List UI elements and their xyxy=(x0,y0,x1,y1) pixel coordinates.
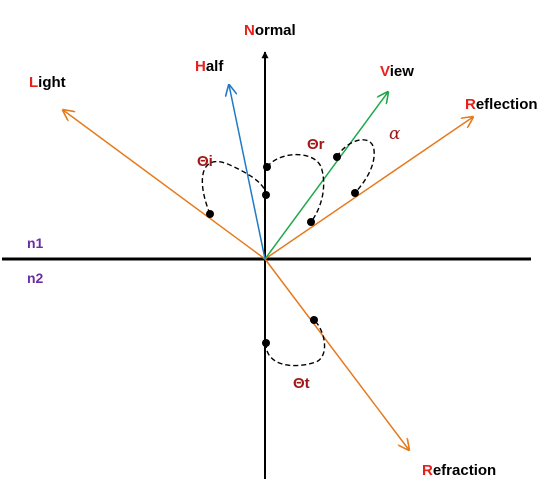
theta-r-dot-reflection xyxy=(307,218,315,226)
refraction-ray xyxy=(264,258,409,450)
refraction-label-initial: R xyxy=(422,462,433,479)
half-ray xyxy=(229,85,266,260)
light-label: Light xyxy=(29,74,66,92)
alpha-label: α xyxy=(389,124,401,144)
reflection-label: Reflection xyxy=(465,96,538,114)
view-label: View xyxy=(380,63,414,81)
half-label-initial: H xyxy=(195,58,206,75)
theta-i-arc xyxy=(201,160,267,215)
view-label-initial: V xyxy=(380,63,390,80)
medium-n1-label: n1 xyxy=(27,235,44,251)
half-label: Half xyxy=(195,58,223,76)
view-ray xyxy=(264,92,388,260)
normal-label-rest: ormal xyxy=(254,22,296,39)
alpha-arc xyxy=(336,139,375,194)
light-label-initial: L xyxy=(29,74,39,91)
normal-label: Normal xyxy=(244,22,296,40)
alpha-dot-reflection xyxy=(351,189,359,197)
medium-n2-label: n2 xyxy=(27,270,44,286)
theta-t-dot-normal xyxy=(262,339,270,347)
theta-r-dot-normal xyxy=(263,163,271,171)
theta-t-label: Θt xyxy=(293,375,310,392)
reflection-label-initial: R xyxy=(465,96,476,113)
theta-i-dot-normal xyxy=(262,191,270,199)
theta-r-arc xyxy=(266,153,325,223)
theta-r-label: Θr xyxy=(307,136,325,153)
view-label-rest: iew xyxy=(389,63,414,80)
normal-label-initial: N xyxy=(244,22,255,39)
theta-i-label: Θi xyxy=(197,153,213,170)
light-label-rest: ight xyxy=(38,74,66,91)
light-ray xyxy=(63,110,266,260)
theta-i-dot-light xyxy=(206,210,214,218)
alpha-dot-view xyxy=(333,153,341,161)
half-label-rest: alf xyxy=(205,58,224,75)
refraction-label: Refraction xyxy=(422,462,496,480)
refraction-label-rest: efraction xyxy=(432,462,497,479)
reflection-label-rest: eflection xyxy=(475,96,538,113)
reflection-ray xyxy=(264,117,473,260)
theta-t-dot-refraction xyxy=(310,316,318,324)
